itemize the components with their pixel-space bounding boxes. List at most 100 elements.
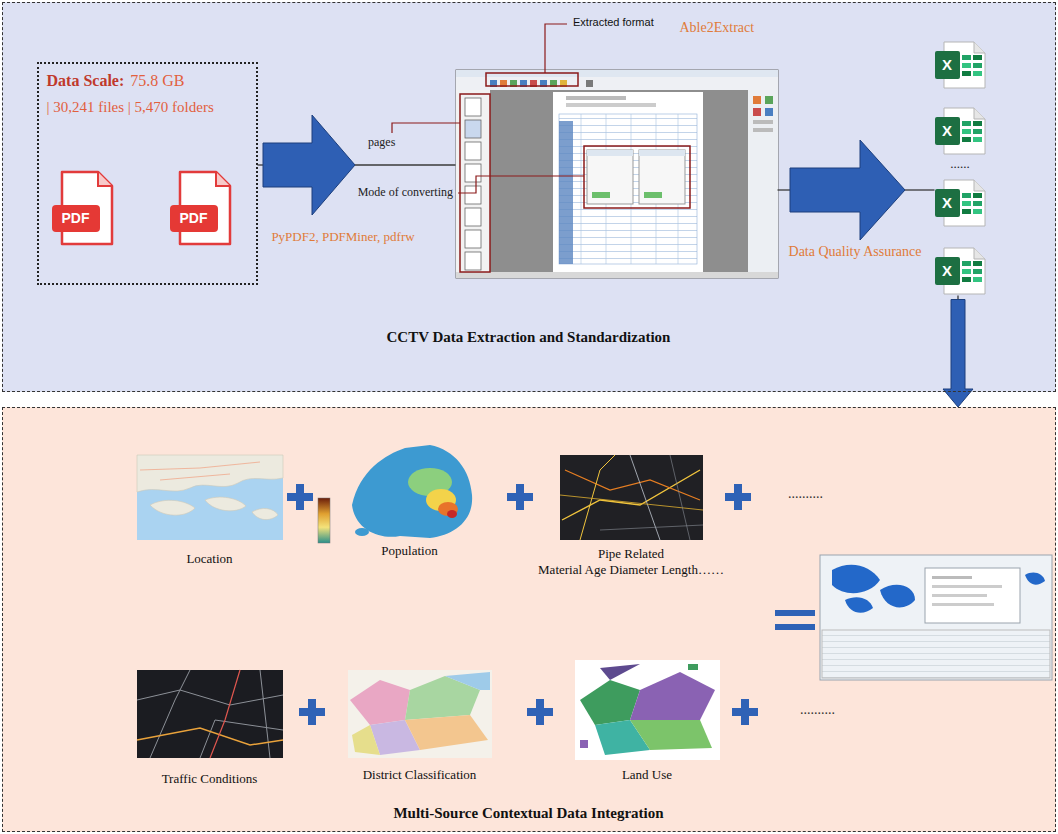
plus-sign [734,484,742,510]
band-fill [2,407,1056,832]
traffic-map [137,670,283,758]
pdf-icon-graphic [170,205,218,232]
flow-arrow [778,140,935,240]
district-map [348,670,492,758]
district-map [445,672,490,690]
map-thumbnail: Land Use [575,660,720,760]
label-anchor: ...... [950,157,970,172]
software-screenshot-graphic [456,77,778,90]
excel-icon: X [935,246,985,296]
section-band: CCTV Data Extraction and Standardization… [2,2,1056,392]
connector-line [905,189,935,190]
software-screenshot-graphic [753,120,773,124]
map-caption: Population [381,544,437,559]
highlight-outline [486,73,578,86]
equals-sign [775,610,815,616]
land-use-map [630,720,712,750]
software-screenshot-graphic [748,90,778,276]
pdf-icon-graphic [98,172,112,186]
plus-sign [287,484,758,725]
file-count: | 30,241 files | 5,470 folders [47,99,214,116]
annotation: pages [368,136,395,150]
land-use-map [688,664,698,670]
land-use-map [600,664,640,680]
edge-label-anchor: Data Quality Assurance [789,244,922,260]
section-title: Multi-Source Contextual Data Integration [393,805,663,822]
map-caption: Location [186,552,232,567]
location-map [150,500,195,515]
band-fill [2,2,1056,392]
leader-line [392,24,584,193]
traffic-map [137,728,283,745]
connector-line [957,296,958,300]
ellipsis-mark: .......... [788,486,823,502]
ellipsis-mark: ...... [950,157,970,172]
district-map [352,725,380,755]
software-screenshot-graphic [765,108,773,116]
integrated-result-map [932,576,972,579]
location-map [137,455,283,540]
pdf-icon: PDF [170,172,230,244]
pdf-icon-graphic [52,205,100,232]
land-use-map [575,660,720,760]
icon-label: PDF [180,210,208,226]
flow-arrow [943,296,973,408]
integrated-result-map [832,565,880,593]
edge-label-anchor: PyPDF2, PDFMiner, pdfrw [271,230,414,245]
map-caption: Traffic Conditions [162,772,258,787]
software-screenshot-graphic [566,103,656,107]
software-screenshot-graphic [592,192,610,198]
plus-sign [536,699,544,725]
population-map [318,498,330,543]
software-screenshot-graphic [639,150,685,156]
map-thumbnail: District Classification [348,670,492,758]
integrated-result-map [1025,573,1045,585]
excel-icon-graphic [935,108,985,154]
integrated-result-map [880,585,915,608]
excel-icon: X [935,178,985,228]
land-use-map [630,672,715,720]
plus-sign [296,484,304,510]
plus-sign [741,699,749,725]
highlight-outline [584,146,690,208]
label-anchor: .......... [788,486,823,502]
software-screenshot-graphic [465,230,481,248]
pdf-icon: PDF [52,172,112,244]
software-screenshot-graphic [586,80,593,87]
block-arrow [790,140,905,240]
data-scale-label: Data Scale: [47,72,125,90]
software-screenshot-graphic [456,90,490,276]
label-anchor: Extracted format [573,16,654,29]
location-map [205,497,246,511]
pdf-icon-graphic [52,172,112,244]
label-anchor: Mode of converting [358,186,453,200]
highlight-outline [460,94,490,272]
pipe-network-map [560,495,703,510]
map-thumbnail: Traffic Conditions [137,670,283,758]
block-arrow [943,300,973,408]
flow-arrow [258,115,456,215]
software-screenshot-graphic [465,120,481,138]
software-screenshot-graphic [765,96,773,104]
software-screenshot-graphic [465,208,481,226]
location-map [137,455,283,540]
ellipsis-mark: .......... [800,702,835,718]
map-caption: Pipe Related [598,547,664,562]
map-caption: District Classification [363,768,477,783]
software-screenshot-graphic [456,272,778,278]
software-screenshot-graphic [587,150,633,204]
leader-line [545,24,567,73]
software-screenshot-graphic [753,108,761,116]
population-map [318,445,472,543]
location-map [140,462,260,480]
pdf-icon-graphic [216,172,230,186]
integrated-result-map [932,603,994,606]
integrated-result-map [822,630,1050,678]
district-map [348,670,492,758]
software-screenshot-graphic [644,192,662,198]
traffic-map [210,670,240,758]
population-map [447,510,457,518]
section-band: Multi-Source Contextual Data Integration… [2,407,1056,832]
